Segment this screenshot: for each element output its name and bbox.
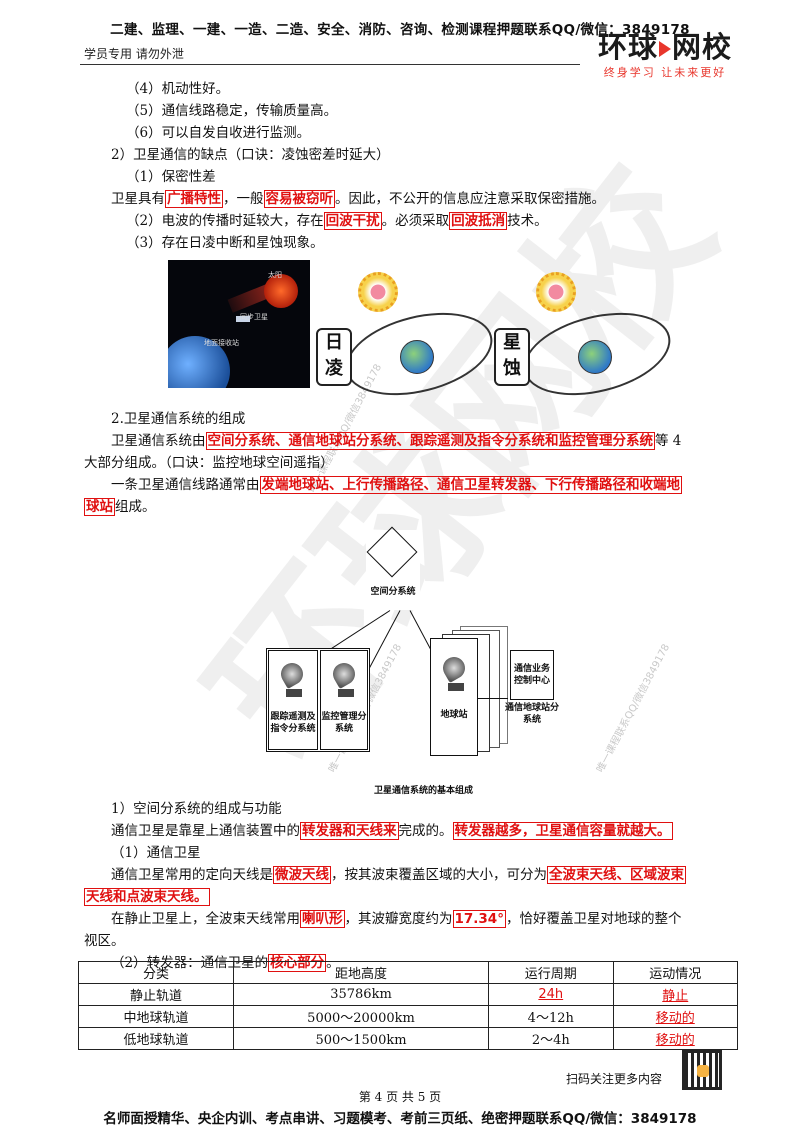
table-row: 中地球轨道 5000～20000km 4～12h 移动的 [78, 1005, 738, 1028]
table-cell: 35786km [232, 983, 490, 1006]
highlight: 转发器和天线来 [300, 822, 399, 840]
link-line [478, 698, 508, 699]
orbit-table: 分类 距地高度 运行周期 运动情况 静止轨道 35786km 24h 静止 中地… [78, 961, 738, 1050]
highlight: 天线和点波束天线。 [84, 888, 210, 906]
text-line: （3）存在日凌中断和星蚀现象。 [126, 235, 324, 251]
sun-outage-figure: 太阳 同步卫星 地面接收站 日凌 星蚀 [84, 260, 744, 410]
earth-icon [578, 340, 612, 374]
sun-image [264, 274, 298, 308]
table-cell: 500～1500km [232, 1027, 490, 1050]
highlight: 微波天线 [273, 866, 331, 884]
highlight: 容易被窃听 [263, 190, 335, 208]
bottom-banner: 名师面授精华、央企内训、考点串讲、习题模考、考前三页纸、绝密押题联系QQ/微信：… [103, 1111, 697, 1127]
table-cell: 移动的 [612, 1005, 738, 1028]
text-line: （1）通信卫星 [111, 845, 201, 861]
table-header: 分类 [78, 961, 234, 984]
table-cell: 移动的 [612, 1027, 738, 1050]
sun-outage-cartoon: 日凌 [316, 268, 501, 410]
text-line: 大部分组成。（口诀：监控地球空间遥指） [84, 455, 334, 471]
ttc-subsystem: 跟踪遥测及指令分系统 [268, 650, 318, 750]
station-label: 地面接收站 [204, 339, 239, 347]
eclipse-cartoon: 星蚀 [494, 268, 679, 410]
logo-slogan: 终身学习 让未来更好 [603, 66, 727, 79]
page-number: 第 4 页 共 5 页 [358, 1090, 442, 1104]
antenna-icon [276, 658, 308, 690]
highlight: 17.34° [452, 910, 506, 928]
text-line: 通信卫星是靠星上通信装置中的转发器和天线来完成的。转发器越多，卫星通信容量就越大… [111, 822, 673, 840]
table-cell: 低地球轨道 [78, 1027, 234, 1050]
play-icon [659, 41, 671, 57]
section-heading: 2）卫星通信的缺点（口诀：凌蚀密差时延大） [111, 147, 390, 163]
satellite-icon [236, 316, 250, 322]
highlight: 回波抵消 [449, 212, 508, 230]
ground-group-label: 通信地球站分系统 [504, 703, 559, 725]
sun-outage-tag: 日凌 [316, 328, 352, 386]
text-line: （5）通信线路稳定，传输质量高。 [126, 103, 338, 119]
monitoring-subsystem: 监控管理分系统 [320, 650, 368, 750]
highlight: 广播特性 [165, 190, 223, 208]
text-line: 一条卫星通信线路通常由发端地球站、上行传播路径、通信卫星转发器、下行传播路径和收… [111, 476, 682, 494]
eclipse-tag: 星蚀 [494, 328, 530, 386]
text-line: （2）电波的传播时延较大，存在回波干扰。必须采取回波抵消技术。 [126, 212, 548, 230]
text-line: （1）保密性差 [126, 169, 216, 185]
logo: 环球网校 终身学习 让未来更好 [590, 30, 740, 80]
earth-icon [400, 340, 434, 374]
table-cell: 2～4h [488, 1027, 614, 1050]
text-line: 卫星通信系统由空间分系统、通信地球站分系统、跟踪遥测及指令分系统和监控管理分系统… [111, 432, 682, 450]
table-cell: 5000～20000km [232, 1005, 490, 1028]
table-header: 运动情况 [612, 961, 738, 984]
highlight: 全波束天线、区域波束 [547, 866, 686, 884]
system-diagram: 空间分系统 跟踪遥测及指令分系统 监控管理分系统 地球站 通信业务控制中心 通信… [84, 526, 744, 796]
text-line: 卫星具有广播特性，一般容易被窃听。因此，不公开的信息应注意采取保密措施。 [111, 190, 605, 208]
student-only-note: 学员专用 请勿外泄 [84, 47, 184, 61]
text-line: 天线和点波束天线。 [84, 886, 744, 908]
logo-text: 环球网校 [597, 30, 733, 64]
space-photo: 太阳 同步卫星 地面接收站 [168, 260, 310, 388]
diagram-caption: 卫星通信系统的基本组成 [374, 786, 474, 796]
qr-caption: 扫码关注更多内容 [566, 1072, 663, 1086]
highlight: 转发器越多，卫星通信容量就越大。 [452, 822, 673, 840]
table-cell: 24h [488, 983, 614, 1006]
control-center: 通信业务控制中心 [510, 650, 554, 700]
text-line: 球站组成。 [84, 498, 156, 516]
table-row: 静止轨道 35786km 24h 静止 [78, 983, 738, 1006]
space-subsystem: 空间分系统 [366, 526, 420, 610]
sun-icon [536, 272, 576, 312]
antenna-icon [328, 658, 360, 690]
table-cell: 静止轨道 [78, 983, 234, 1006]
antenna-icon [438, 652, 470, 684]
text-line: （6）可以自发自收进行监测。 [126, 125, 311, 141]
sun-icon [358, 272, 398, 312]
satellite-icon [366, 526, 418, 578]
satellite-label: 同步卫星 [240, 313, 268, 321]
table-cell: 中地球轨道 [78, 1005, 234, 1028]
text-line: （4）机动性好。 [126, 81, 230, 97]
highlight: 空间分系统、通信地球站分系统、跟踪遥测及指令分系统和监控管理分系统 [205, 432, 655, 450]
table-header: 运行周期 [488, 961, 614, 984]
highlight: 发端地球站、上行传播路径、通信卫星转发器、下行传播路径和收端地 [259, 476, 682, 494]
highlight: 回波干扰 [323, 212, 382, 230]
table-header: 距地高度 [232, 961, 490, 984]
section-heading: 2.卫星通信系统的组成 [111, 411, 246, 427]
qr-code-icon[interactable] [682, 1050, 722, 1090]
text-line: 视区。 [84, 933, 125, 949]
highlight: 球站 [84, 498, 115, 516]
table-cell: 4～12h [488, 1005, 614, 1028]
table-cell: 静止 [612, 983, 738, 1006]
text-line: 通信卫星常用的定向天线是微波天线，按其波束覆盖区域的大小，可分为全波束天线、区域… [111, 866, 686, 884]
top-banner: 二建、监理、一建、一造、二造、安全、消防、咨询、检测课程押题联系QQ/微信：38… [110, 22, 690, 38]
section-heading: 1）空间分系统的组成与功能 [111, 801, 282, 817]
table-header-row: 分类 距地高度 运行周期 运动情况 [78, 961, 738, 984]
earth-station: 地球站 [430, 638, 478, 756]
table-row: 低地球轨道 500～1500km 2～4h 移动的 [78, 1027, 738, 1050]
document-body: （4）机动性好。 （5）通信线路稳定，传输质量高。 （6）可以自发自收进行监测。… [84, 78, 744, 974]
header-divider [80, 64, 580, 65]
sun-label: 太阳 [268, 271, 282, 279]
highlight: 喇叭形 [300, 910, 345, 928]
